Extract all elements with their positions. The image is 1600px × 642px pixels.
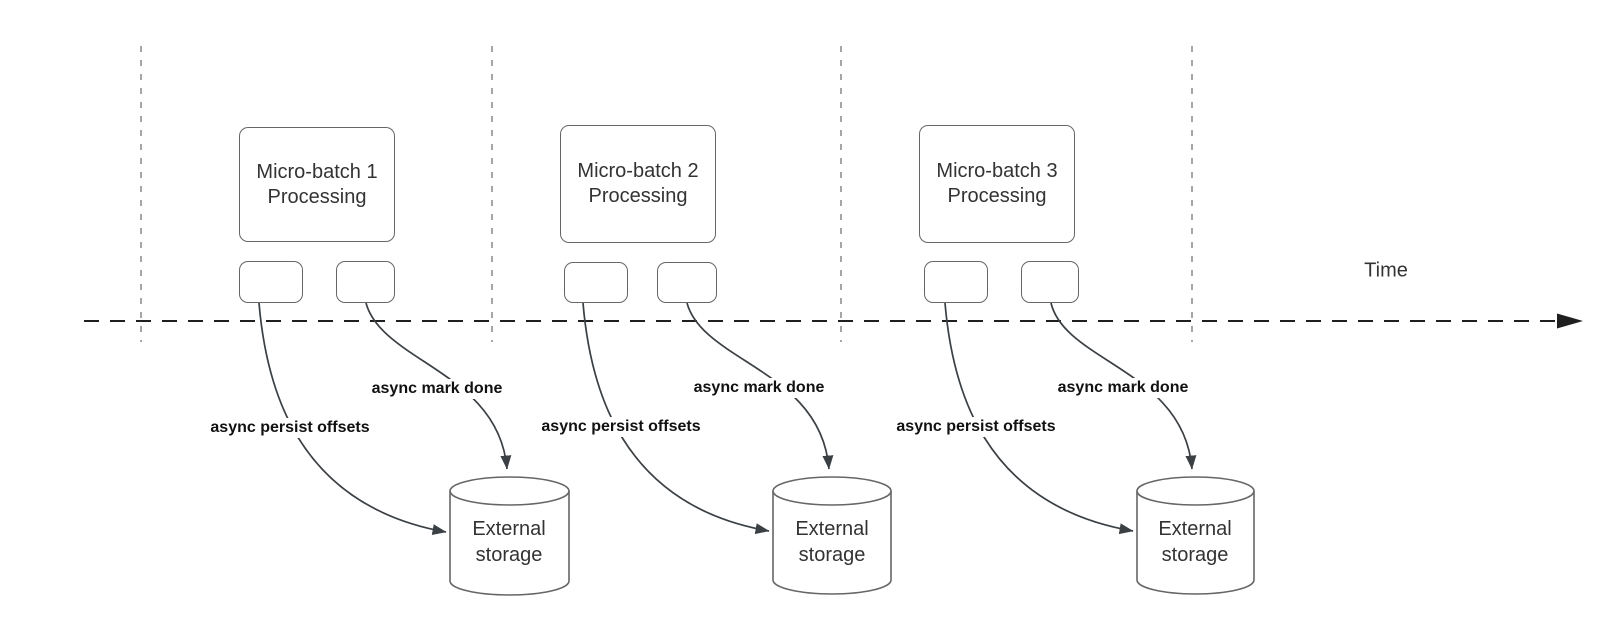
mark-done-label: async mark done — [1054, 378, 1192, 398]
micro-batch-title-line2: Processing — [947, 185, 1047, 207]
mark-done-arrow — [686, 302, 834, 470]
micro-batch-title-line2: Processing — [588, 185, 688, 207]
external-storage-cylinder-rim — [772, 490, 892, 506]
async-arrows — [258, 302, 1197, 536]
micro-batch-title-line1: Micro-batch 2 — [577, 160, 699, 182]
storage-cylinders — [449, 476, 1255, 596]
async-mark-done-task-box — [1021, 261, 1079, 303]
external-storage-label: External storage — [472, 516, 545, 568]
persist-offsets-arrow — [582, 302, 770, 535]
time-axis-arrowhead-icon — [1557, 313, 1583, 329]
external-storage-label-line1: External — [795, 518, 869, 540]
persist-offsets-label: async persist offsets — [207, 418, 373, 438]
time-axis — [84, 313, 1583, 329]
persist-offsets-label: async persist offsets — [893, 417, 1059, 437]
external-storage-label: External storage — [795, 516, 868, 568]
mark-done-arrow — [365, 302, 512, 470]
external-storage-cylinder — [772, 476, 892, 595]
micro-batch-title-line2: Processing — [267, 185, 367, 208]
micro-batch-box: Micro-batch 3 Processing — [919, 125, 1075, 243]
persist-offsets-arrow — [258, 302, 447, 536]
persist-offsets-label: async persist offsets — [538, 417, 704, 437]
micro-batch-title-line1: Micro-batch 3 — [936, 160, 1058, 182]
mark-done-label: async mark done — [368, 379, 506, 399]
external-storage-label-line2: storage — [475, 544, 543, 566]
mark-done-arrow — [1050, 302, 1197, 470]
micro-batch-title-line1: Micro-batch 1 — [256, 160, 378, 183]
external-storage-label-line2: storage — [1161, 544, 1229, 566]
async-persist-task-box — [564, 262, 628, 303]
time-axis-label: Time — [1364, 259, 1408, 282]
external-storage-label-line2: storage — [798, 544, 866, 566]
external-storage-cylinder-rim — [1136, 490, 1255, 506]
external-storage-label-line1: External — [472, 518, 546, 540]
external-storage-cylinder — [449, 476, 570, 596]
micro-batch-box: Micro-batch 1 Processing — [239, 127, 395, 242]
external-storage-cylinder — [1136, 476, 1255, 595]
persist-offsets-arrow — [944, 302, 1134, 535]
async-mark-done-task-box — [336, 261, 395, 303]
async-mark-done-task-box — [657, 262, 717, 303]
external-storage-label: External storage — [1158, 516, 1231, 568]
micro-batch-box: Micro-batch 2 Processing — [560, 125, 716, 243]
mark-done-label: async mark done — [690, 378, 828, 398]
external-storage-label-line1: External — [1158, 518, 1232, 540]
async-persist-task-box — [924, 261, 988, 303]
external-storage-cylinder-rim — [449, 490, 570, 506]
async-persist-task-box — [239, 261, 303, 303]
